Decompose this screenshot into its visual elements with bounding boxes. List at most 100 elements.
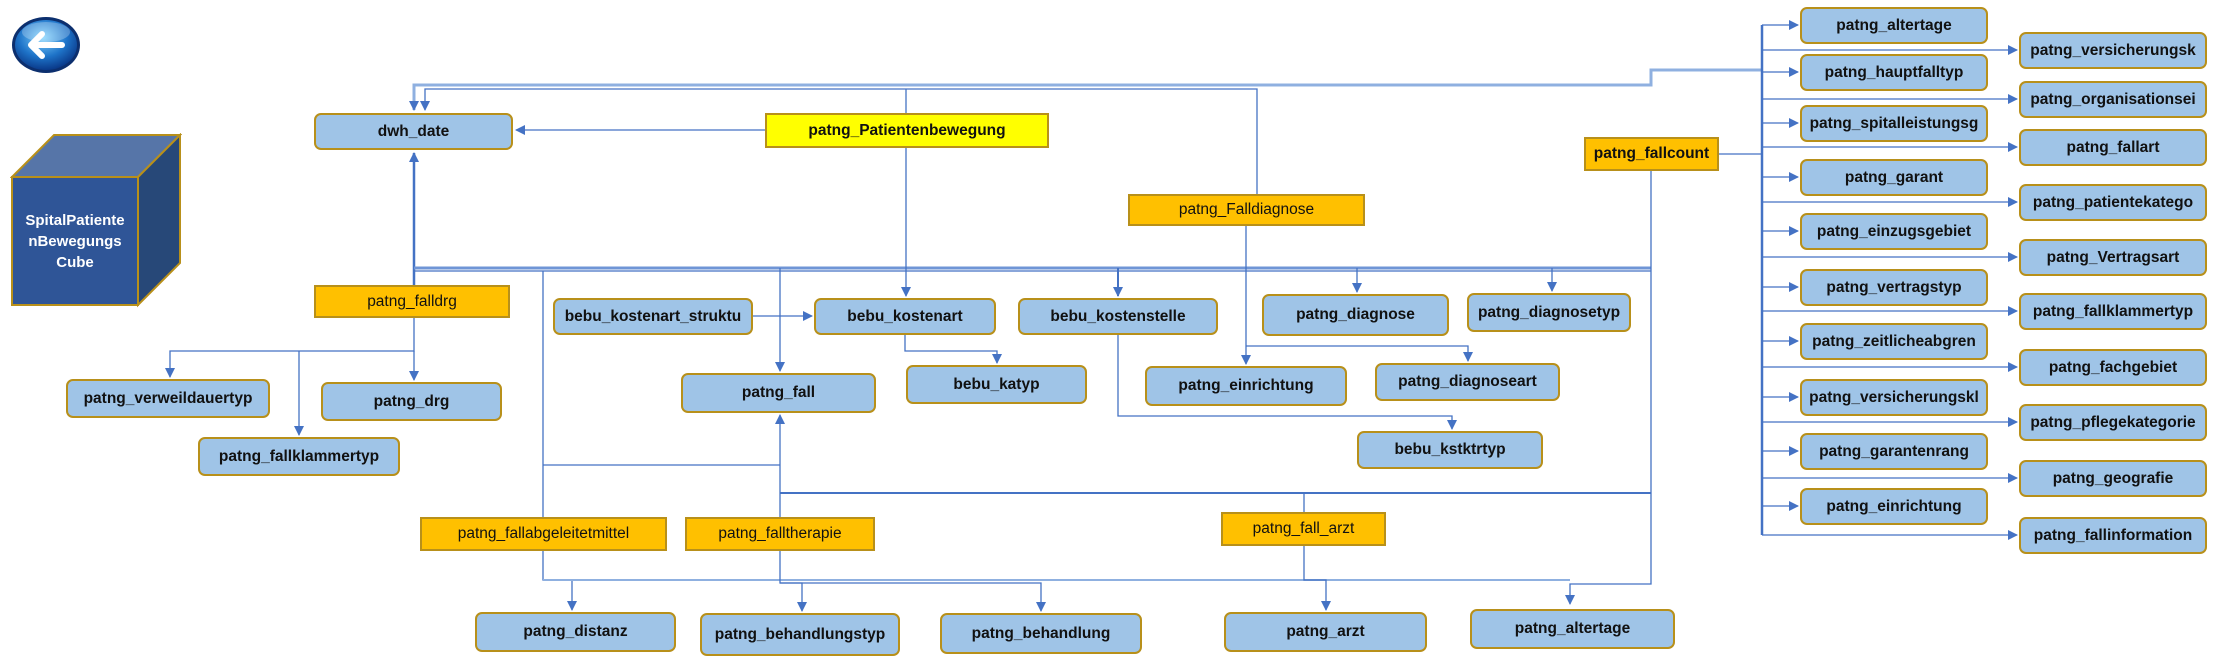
dim-patng-hauptfalltyp[interactable]: patng_hauptfalltyp: [1800, 54, 1988, 91]
node-label: patng_zeitlicheabgren: [1812, 332, 1976, 350]
connector: [165, 318, 415, 378]
dim-patng-versicherungskl[interactable]: patng_versicherungskl: [1800, 379, 1988, 416]
dim-patng-diagnoseart[interactable]: patng_diagnoseart: [1375, 363, 1560, 401]
dim-patng-distanz[interactable]: patng_distanz: [475, 612, 676, 652]
dim-patng-patientekatego[interactable]: patng_patientekatego: [2019, 184, 2207, 221]
dim-patng-garantenrang[interactable]: patng_garantenrang: [1800, 433, 1988, 470]
dim-patng-arzt[interactable]: patng_arzt: [1224, 612, 1427, 652]
back-button[interactable]: [10, 15, 82, 75]
node-label: patng_fallklammertyp: [2032, 302, 2194, 320]
node-label: bebu_kostenart: [847, 307, 963, 325]
fact-fallabgeleitetmittel[interactable]: patng_fallabgeleitetmittel: [420, 517, 667, 551]
fact-falltherapie[interactable]: patng_falltherapie: [685, 517, 875, 551]
dim-patng-fallart[interactable]: patng_fallart: [2019, 129, 2207, 166]
node-label: patng_organisationsei: [2030, 90, 2196, 108]
node-label: patng_Vertragsart: [2046, 248, 2180, 266]
node-label: patng_fallklammertyp: [218, 447, 380, 465]
fact-patientenbewegung[interactable]: patng_Patientenbewegung: [765, 113, 1049, 148]
node-label: patng_pflegekategorie: [2030, 413, 2196, 431]
fact-fall-arzt[interactable]: patng_fall_arzt: [1221, 512, 1386, 546]
node-label: patng_altertage: [1836, 16, 1952, 34]
node-label: patng_fachgebiet: [2048, 358, 2178, 376]
dim-patng-spitalleistungsg[interactable]: patng_spitalleistungsg: [1800, 105, 1988, 142]
node-label: patng_fall: [741, 384, 816, 401]
connector: [420, 88, 1258, 194]
dim-patng-fallklammertyp[interactable]: patng_fallklammertyp: [2019, 293, 2207, 330]
node-label: bebu_kostenstelle: [1050, 307, 1186, 325]
dim-patng-diagnosetyp[interactable]: patng_diagnosetyp: [1467, 293, 1631, 332]
node-label: patng_behandlung: [971, 624, 1111, 642]
connector: [1246, 345, 1473, 362]
dim-patng-versicherungsk[interactable]: patng_versicherungsk: [2019, 32, 2207, 69]
dim-patng-organisationsei[interactable]: patng_organisationsei: [2019, 81, 2207, 118]
dim-patng-behandlung[interactable]: patng_behandlung: [940, 613, 1142, 654]
dim-bebu-katyp[interactable]: bebu_katyp: [906, 365, 1087, 404]
dim-patng-behandlungstyp[interactable]: patng_behandlungstyp: [700, 613, 900, 656]
dim-patng-altertage-bottom[interactable]: patng_altertage: [1470, 609, 1675, 649]
dim-patng-fallklammertyp-left[interactable]: patng_fallklammertyp: [198, 437, 400, 476]
node-label: patng_garant: [1844, 168, 1944, 186]
fact-falldrg[interactable]: patng_falldrg: [314, 285, 510, 318]
node-label: patng_fallabgeleitetmittel: [457, 525, 630, 542]
node-label: patng_falldrg: [367, 292, 457, 310]
dim-patng-garant[interactable]: patng_garant: [1800, 159, 1988, 196]
connector: [780, 582, 1046, 612]
dim-patng-fachgebiet[interactable]: patng_fachgebiet: [2019, 349, 2207, 386]
dim-patng-einzugsgebiet[interactable]: patng_einzugsgebiet: [1800, 213, 1988, 250]
back-arrow-icon: [12, 17, 80, 73]
cube-icon: [10, 133, 182, 308]
dim-patng-geografie[interactable]: patng_geografie: [2019, 460, 2207, 497]
dim-patng-drg[interactable]: patng_drg: [321, 382, 502, 421]
connector: [409, 68, 1762, 111]
dim-dwh-date[interactable]: dwh_date: [314, 113, 513, 150]
fact-falldiagnose[interactable]: patng_Falldiagnose: [1128, 194, 1365, 226]
node-label: bebu_kstktrtyp: [1394, 441, 1506, 458]
dim-patng-vertragstyp[interactable]: patng_vertragstyp: [1800, 269, 1988, 306]
node-label: patng_behandlungstyp: [714, 625, 886, 643]
node-label: patng_verweildauertyp: [83, 389, 253, 407]
dim-patng-einrichtung[interactable]: patng_einrichtung: [1800, 488, 1988, 525]
node-label: patng_diagnosetyp: [1477, 303, 1621, 321]
node-label: patng_fallart: [2066, 138, 2160, 156]
node-label: patng_geografie: [2052, 469, 2174, 487]
node-label: bebu_katyp: [953, 375, 1040, 393]
dim-bebu-kostenart-struktu[interactable]: bebu_kostenart_struktu: [553, 298, 753, 335]
dim-bebu-kostenart[interactable]: bebu_kostenart: [814, 298, 996, 335]
node-label: dwh_date: [377, 122, 450, 140]
node-label: patng_fallinformation: [2033, 526, 2193, 544]
connector: [1303, 546, 1331, 611]
dim-patng-fall[interactable]: patng_fall: [681, 373, 876, 413]
cube-label: SpitalPatiente nBewegungs Cube: [25, 211, 125, 271]
node-label: patng_diagnoseart: [1398, 373, 1537, 390]
dim-patng-pflegekategorie[interactable]: patng_pflegekategorie: [2019, 404, 2207, 441]
node-label: patng_altertage: [1514, 620, 1631, 637]
fact-fallcount[interactable]: patng_fallcount: [1584, 137, 1719, 171]
dim-patng-verweildauertyp[interactable]: patng_verweildauertyp: [66, 379, 270, 418]
node-label: patng_hauptfalltyp: [1824, 63, 1964, 81]
node-label: patng_fallcount: [1593, 145, 1710, 162]
node-label: bebu_kostenart_struktu: [564, 307, 742, 325]
node-label: patng_falltherapie: [718, 525, 842, 542]
connector: [1565, 171, 1652, 605]
dim-patng-zeitlicheabgren[interactable]: patng_zeitlicheabgren: [1800, 323, 1988, 360]
node-label: patng_vertragstyp: [1826, 278, 1962, 296]
node-label: patng_fall_arzt: [1252, 520, 1355, 537]
node-label: patng_garantenrang: [1819, 442, 1969, 460]
dim-bebu-kostenstelle[interactable]: bebu_kostenstelle: [1018, 298, 1218, 335]
dim-patng-vertragsart[interactable]: patng_Vertragsart: [2019, 239, 2207, 276]
node-label: patng_einrichtung: [1826, 497, 1962, 515]
node-label: patng_distanz: [523, 623, 628, 640]
node-label: patng_versicherungskl: [1809, 388, 1979, 406]
node-label: patng_arzt: [1286, 623, 1365, 640]
node-label: patng_Patientenbewegung: [808, 121, 1006, 139]
dim-patng-fallinformation[interactable]: patng_fallinformation: [2019, 517, 2207, 554]
node-label: patng_versicherungsk: [2030, 41, 2196, 59]
dim-patng-altertage[interactable]: patng_altertage: [1800, 7, 1988, 44]
node-label: patng_diagnose: [1296, 306, 1415, 323]
dim-patng-einrichtung-mid[interactable]: patng_einrichtung: [1145, 366, 1347, 406]
node-label: patng_spitalleistungsg: [1809, 114, 1979, 132]
dim-patng-diagnose[interactable]: patng_diagnose: [1262, 294, 1449, 336]
node-label: patng_einrichtung: [1178, 377, 1314, 394]
dim-bebu-kstktrtyp[interactable]: bebu_kstktrtyp: [1357, 431, 1543, 469]
